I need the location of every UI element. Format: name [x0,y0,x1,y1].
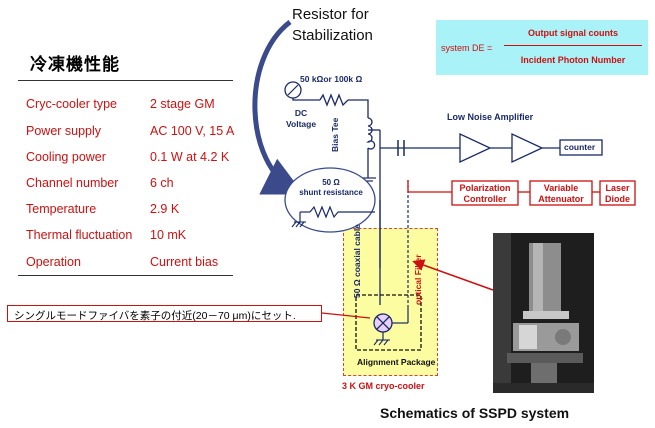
formula-numerator: Output signal counts [528,28,618,38]
spec-row-operation: Operation Current bias [0,255,240,271]
spec-value: AC 100 V, 15 A [150,124,235,138]
spec-row-power-supply: Power supply AC 100 V, 15 A [0,124,240,140]
ground-icon-shunt [291,221,306,228]
spec-row-cooler-type: Cryc-cooler type 2 stage GM [0,97,240,113]
polarization-controller-label: Polarization Controller [452,183,518,205]
spec-key: Operation [26,255,81,269]
resistor-title: Resistor for Stabilization [292,4,373,46]
formula-lhs: system DE = [441,43,493,53]
dc-voltage-line2: Voltage [286,119,317,129]
table-bottom-divider [18,275,233,276]
shunt-label-line1: 50 Ω [322,178,340,187]
counter-label: counter [564,142,596,152]
spec-key: Cooling power [26,150,106,164]
dc-voltage-line1: DC [294,108,308,118]
coaxial-cable-label: 50 Ω coaxial cable [352,224,362,298]
variable-attenuator-line1: Variable [543,183,579,193]
cryo-cooler-region [343,228,438,376]
variable-attenuator-box [529,180,593,206]
bias-resistor-icon [319,93,349,107]
bias-tee-label: Bias Tee [330,117,340,152]
cryo-cooler-photo [493,233,594,393]
resistor-title-line1: Resistor for [292,6,369,23]
polarization-controller-line2: Controller [463,194,507,204]
resistor-value-label: 50 kΩor 100k Ω [300,74,363,84]
shunt-resistance-circle [284,167,376,233]
spec-row-thermal-fluctuation: Thermal fluctuation 10 mK [0,228,240,244]
spec-key: Thermal fluctuation [26,228,133,242]
spec-row-cooling-power: Cooling power 0.1 W at 4.2 K [0,150,240,166]
shunt-label: 50 Ω shunt resistance [298,178,364,198]
amplifier-icon-2 [511,132,544,164]
laser-diode-line2: Diode [604,194,630,204]
low-noise-amplifier-label: Low Noise Amplifier [447,112,534,122]
cryo-cooler-label: 3 K GM cryo-cooler [342,381,425,391]
wire-resistor-to-tee [348,99,369,118]
spec-key: Power supply [26,124,102,138]
resistor-title-line2: Stabilization [292,27,373,44]
formula-denominator: Incident Photon Number [520,55,626,65]
fiber-note-pointer [321,312,371,319]
ground-icon-device [373,339,390,346]
amplifier-icon-1 [459,132,492,164]
laser-diode-line1: Laser [605,183,630,193]
variable-attenuator-label: Variable Attenuator [530,183,592,205]
spec-value: 2.9 K [150,202,180,216]
bias-tee-coil-icon [366,117,376,150]
spec-value: 6 ch [150,176,174,190]
fiber-placement-note: シングルモードファイバを素子の付近(20－70 μm)にセット. [7,305,322,322]
spec-value: 0.1 W at 4.2 K [150,150,230,164]
formula-fraction-bar [504,45,642,46]
alignment-package-box [355,294,422,351]
counter-box [559,139,603,156]
spec-row-temperature: Temperature 2.9 K [0,202,240,218]
polarization-controller-line1: Polarization [459,183,511,193]
bias-tee-capacitor-icon [397,140,405,156]
shunt-label-line2: shunt resistance [299,188,363,197]
spec-key: Channel number [26,176,119,190]
spec-key: Temperature [26,202,97,216]
title-divider [18,80,233,81]
spec-key: Cryc-cooler type [26,97,117,111]
photo-pointer-arrow [412,259,494,291]
spec-value: Current bias [150,255,219,269]
laser-diode-label: Laser Diode [600,183,635,205]
variable-attenuator-line2: Attenuator [538,194,584,204]
polarization-controller-box [451,180,519,206]
dc-voltage-label: DC Voltage [286,108,316,130]
spec-row-channel-number: Channel number 6 ch [0,176,240,192]
shunt-resistor-icon [309,205,339,219]
spec-value: 10 mK [150,228,187,242]
page-title: 冷凍機性能 [30,55,120,74]
laser-diode-box [599,180,636,206]
spec-value: 2 stage GM [150,97,215,111]
optical-fiber-label: optical Fiber [413,254,423,305]
schematics-title: Schematics of SSPD system [380,405,570,421]
fiber-to-polarization [407,180,452,193]
cryo-cooler-photo-drawing [493,233,594,393]
efficiency-formula-box [436,20,648,75]
alignment-package-label: Alignment Package [357,357,436,367]
stabilization-arrow [252,20,304,195]
